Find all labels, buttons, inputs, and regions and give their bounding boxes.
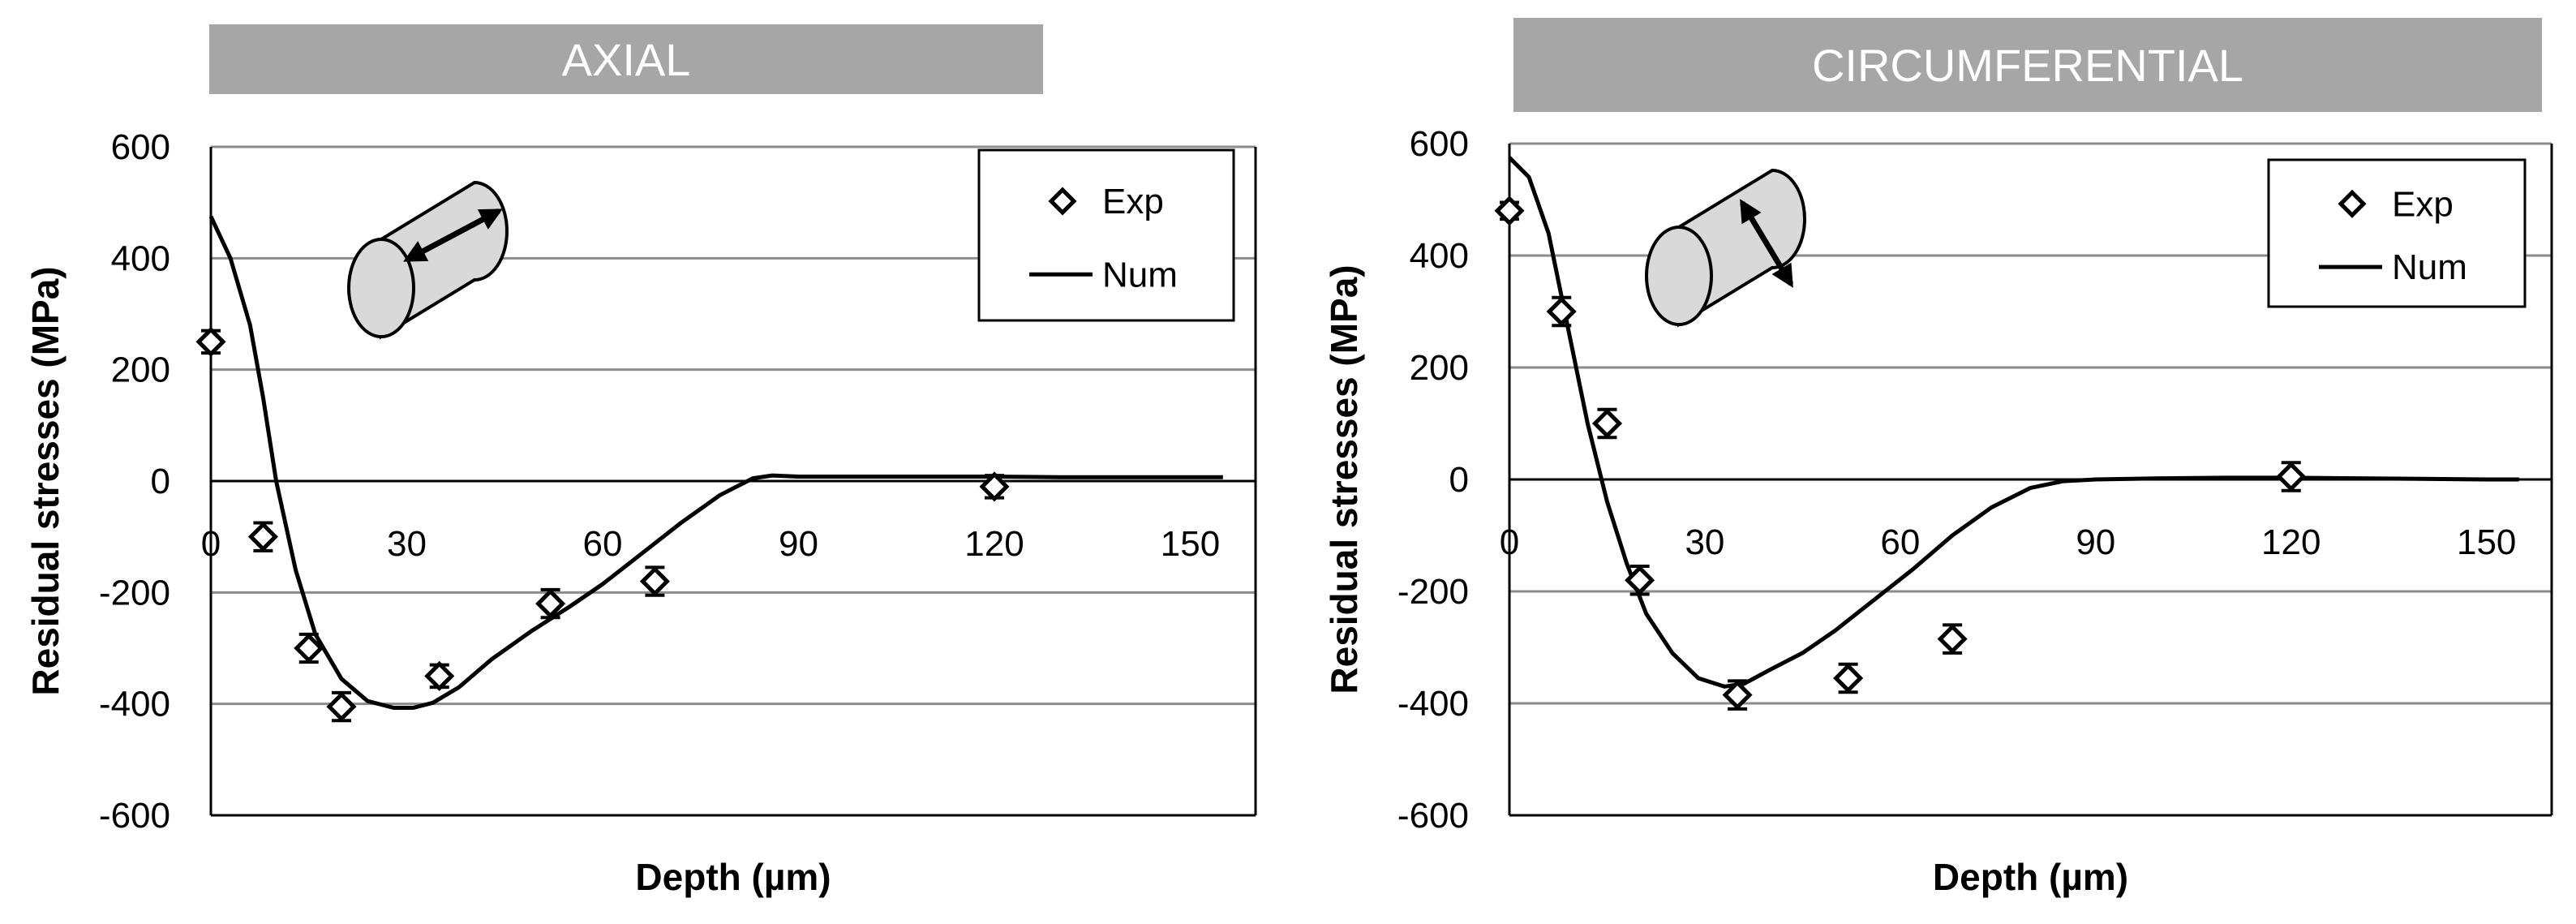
- double-arrow-circumferential: [1739, 199, 1794, 288]
- legend-num-label: Num: [2392, 247, 2467, 287]
- y-tick-label: -600: [99, 796, 170, 836]
- y-axis-title: Residual stresses (MPa): [1323, 264, 1365, 694]
- num-series-line: [1508, 156, 2519, 689]
- y-tick-label: 600: [111, 127, 170, 167]
- exp-data-point: [1591, 408, 1623, 439]
- x-tick-label: 60: [583, 524, 623, 564]
- exp-data-point: [326, 691, 357, 722]
- exp-data-point: [639, 566, 670, 597]
- legend-exp-label: Exp: [2392, 184, 2454, 224]
- legend-exp-marker: [1048, 187, 1077, 216]
- y-tick-label: -400: [1397, 684, 1469, 724]
- double-arrow-axial: [403, 208, 503, 263]
- legend-box: [977, 148, 1235, 322]
- legend-exp-marker: [2338, 189, 2367, 218]
- exp-data-point: [424, 660, 455, 691]
- exp-data-point: [1722, 680, 1753, 711]
- x-axis-title: Depth (µm): [635, 856, 831, 898]
- y-axis-title: Residual stresses (MPa): [24, 266, 67, 695]
- x-tick-label: 120: [964, 524, 1024, 564]
- x-tick-label: 120: [2261, 522, 2321, 562]
- cylinder-end-face: [347, 238, 415, 338]
- chart-panel-2: CIRCUMFERENTIAL 600 400 200 0 -200 -400 -600 0 30…: [1323, 18, 2553, 898]
- y-tick-label: 0: [1449, 460, 1469, 500]
- y-tick-label: 0: [151, 462, 170, 501]
- title-banner: [209, 24, 1043, 94]
- x-tick-label: 0: [1500, 522, 1519, 562]
- exp-data-point: [1546, 296, 1577, 327]
- exp-data-point: [1494, 196, 1525, 226]
- x-tick-label: 60: [1880, 522, 1920, 562]
- x-tick-label: 150: [1161, 524, 1220, 564]
- x-tick-label: 150: [2457, 522, 2516, 562]
- legend-exp-label: Exp: [1102, 182, 1164, 221]
- exp-data-point: [1625, 565, 1655, 595]
- y-tick-label: 200: [1410, 348, 1469, 388]
- chart-title: CIRCUMFERENTIAL: [1812, 40, 2243, 91]
- exp-data-point: [294, 633, 324, 664]
- exp-data-point: [2276, 462, 2307, 492]
- x-tick-label: 90: [779, 524, 818, 564]
- legend-box: [2267, 158, 2527, 308]
- x-tick-label: 30: [387, 524, 427, 564]
- legend-num-label: Num: [1102, 255, 1178, 294]
- title-banner: [1513, 18, 2542, 112]
- y-tick-label: -600: [1397, 796, 1469, 836]
- exp-data-point: [195, 326, 226, 357]
- exp-data-point: [1833, 663, 1864, 694]
- x-tick-label: 30: [1685, 522, 1724, 562]
- y-tick-label: -200: [99, 573, 170, 612]
- exp-data-point: [247, 522, 278, 552]
- y-tick-label: 400: [1410, 236, 1469, 276]
- x-axis-title: Depth (µm): [1933, 856, 2128, 898]
- cylinder-axial-arrow-icon: [347, 180, 509, 340]
- y-tick-label: -400: [99, 685, 170, 724]
- cylinder-end-face: [1645, 226, 1713, 326]
- cylinder-circumferential-arrow-icon: [1645, 168, 1806, 328]
- x-tick-label: 90: [2076, 522, 2115, 562]
- x-tick-label: 0: [201, 524, 221, 564]
- y-tick-label: 400: [111, 239, 170, 278]
- exp-data-point: [535, 588, 566, 619]
- chart-title: AXIAL: [562, 34, 691, 85]
- y-tick-label: -200: [1397, 572, 1469, 612]
- exp-data-point: [1937, 624, 1968, 655]
- y-tick-label: 200: [111, 350, 170, 390]
- exp-data-point: [979, 471, 1010, 502]
- chart-panel-1: AXIAL 600 400 200 0 -200 -400 -600 0 30 60 90 120 150…: [24, 24, 1257, 898]
- y-tick-label: 600: [1410, 124, 1469, 164]
